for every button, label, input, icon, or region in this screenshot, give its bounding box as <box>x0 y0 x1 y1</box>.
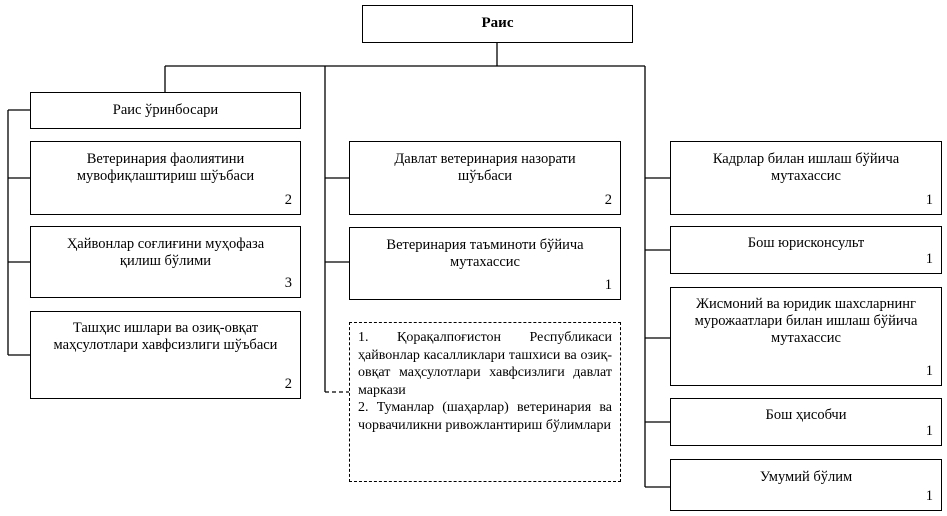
box-deputy-text: Раис ўринбосари <box>112 102 219 118</box>
box-diagnosis-food-safety-count: 2 <box>284 376 292 392</box>
box-animal-health-count: 3 <box>284 275 292 291</box>
box-chief-legal-counsel-count: 1 <box>925 251 933 267</box>
box-vet-supply-specialist-count: 1 <box>604 277 612 293</box>
box-subordinate-organizations: 1. Қорақалпоғистон Республикаси ҳайвонла… <box>349 322 621 482</box>
box-diagnosis-food-safety: Ташҳис ишлари ва озиқ-овқат маҳсулотлари… <box>30 311 301 399</box>
box-general-department-count: 1 <box>925 488 933 504</box>
box-state-vet-inspection-text: Давлат ветеринария назорати шўъбаси <box>394 151 576 184</box>
box-vet-supply-specialist: Ветеринария таъминоти бўйича мутахассис … <box>349 227 621 300</box>
box-deputy: Раис ўринбосари <box>30 92 301 129</box>
box-vet-coordination: Ветеринария фаолиятини мувофиқлаштириш ш… <box>30 141 301 215</box>
box-appeals-specialist-count: 1 <box>925 363 933 379</box>
box-vet-coordination-count: 2 <box>284 192 292 208</box>
box-chief-accountant-text: Бош ҳисобчи <box>765 407 847 423</box>
box-chief-accountant-count: 1 <box>925 423 933 439</box>
box-appeals-specialist: Жисмоний ва юридик шахсларнинг мурожаатл… <box>670 287 942 386</box>
box-general-department: Умумий бўлим 1 <box>670 459 942 511</box>
box-vet-supply-specialist-text: Ветеринария таъминоти бўйича мутахассис <box>386 237 584 270</box>
box-state-vet-inspection-count: 2 <box>604 192 612 208</box>
box-general-department-text: Умумий бўлим <box>759 469 853 485</box>
box-chief-legal-counsel: Бош юрисконсульт 1 <box>670 226 942 274</box>
box-hr-specialist-count: 1 <box>925 192 933 208</box>
box-subordinate-organizations-text: 1. Қорақалпоғистон Республикаси ҳайвонла… <box>358 330 612 433</box>
box-hr-specialist-text: Кадрлар билан ишлаш бўйича мутахассис <box>712 151 900 184</box>
box-diagnosis-food-safety-text: Ташҳис ишлари ва озиқ-овқат маҳсулотлари… <box>53 320 278 353</box>
box-chief-legal-counsel-text: Бош юрисконсульт <box>747 235 865 251</box>
head-box: Раис <box>362 5 633 43</box>
head-title: Раис <box>481 15 514 31</box>
box-animal-health-text: Ҳайвонлар соғлиғини муҳофаза қилиш бўлим… <box>66 236 265 269</box>
box-animal-health: Ҳайвонлар соғлиғини муҳофаза қилиш бўлим… <box>30 226 301 298</box>
box-vet-coordination-text: Ветеринария фаолиятини мувофиқлаштириш ш… <box>76 151 255 184</box>
box-chief-accountant: Бош ҳисобчи 1 <box>670 398 942 446</box>
box-hr-specialist: Кадрлар билан ишлаш бўйича мутахассис 1 <box>670 141 942 215</box>
box-state-vet-inspection: Давлат ветеринария назорати шўъбаси 2 <box>349 141 621 215</box>
box-appeals-specialist-text: Жисмоний ва юридик шахсларнинг мурожаатл… <box>694 296 918 346</box>
